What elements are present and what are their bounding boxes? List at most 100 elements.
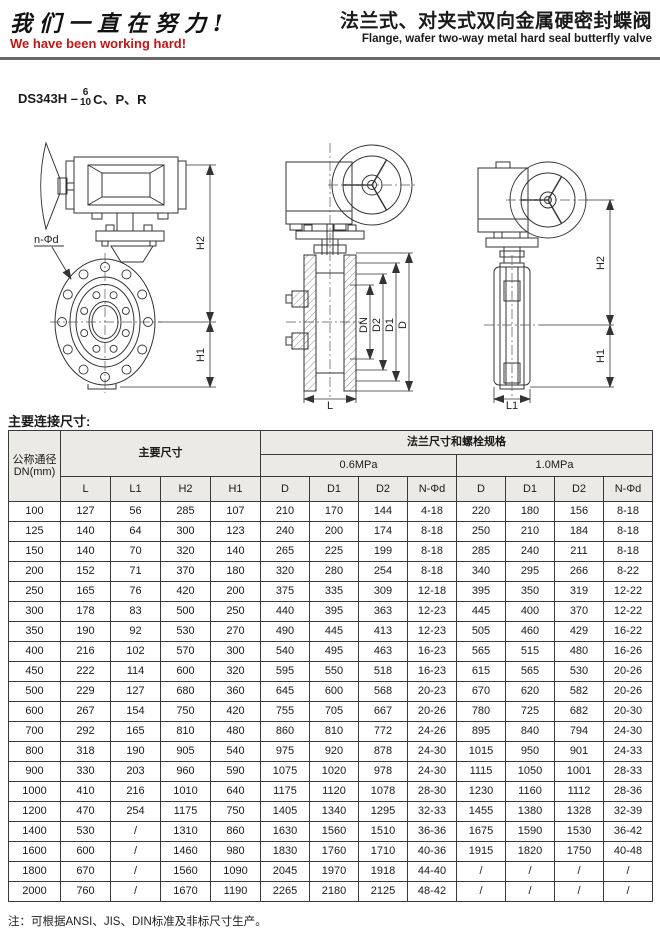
table-cell: 620 [505, 681, 555, 702]
table-cell: 20-26 [603, 681, 653, 702]
table-cell: 154 [110, 701, 161, 722]
table-cell: 878 [358, 741, 408, 762]
table-cell: / [603, 861, 653, 882]
table-cell: 680 [160, 681, 211, 702]
table-cell: 32-33 [407, 801, 457, 822]
table-cell: / [554, 881, 604, 902]
table-section-title: 主要连接尺寸: [8, 414, 91, 429]
col-group-pressure-10: 1.0MPa [456, 454, 653, 477]
table-cell: 350 [505, 581, 555, 602]
table-cell: 1600 [8, 841, 61, 862]
col-header: D [456, 476, 506, 502]
table-cell: 500 [8, 681, 61, 702]
gearbox [285, 161, 353, 231]
table-cell: 600 [309, 681, 359, 702]
table-cell: 123 [210, 521, 261, 542]
col-header: D2 [554, 476, 604, 502]
col-header: L1 [110, 476, 161, 502]
table-cell: 165 [60, 581, 111, 602]
table-cell: 8-22 [603, 561, 653, 582]
table-cell: 8-18 [407, 541, 457, 562]
table-cell: 772 [358, 721, 408, 742]
table-cell: 12-23 [407, 621, 457, 642]
table-cell: / [110, 841, 161, 862]
drawing-wafer-side-view: H2 H1 L1 [477, 161, 614, 410]
table-cell: 250 [210, 601, 261, 622]
table-cell: 570 [160, 641, 211, 662]
col-header: D [260, 476, 310, 502]
table-cell: 24-30 [603, 721, 653, 742]
table-cell: 810 [309, 721, 359, 742]
table-cell: / [505, 881, 555, 902]
table-cell: 600 [60, 841, 111, 862]
table-cell: 1000 [8, 781, 61, 802]
slogan-english: We have been working hard! [10, 36, 187, 51]
table-cell: 1200 [8, 801, 61, 822]
col-header-dn-unit: DN(mm) [13, 466, 56, 478]
table-cell: 199 [358, 541, 408, 562]
table-cell: 350 [8, 621, 61, 642]
table-cell: 530 [60, 821, 111, 842]
table-cell: / [110, 821, 161, 842]
table-cell: 725 [505, 701, 555, 722]
table-cell: 1075 [260, 761, 310, 782]
table-cell: 127 [110, 681, 161, 702]
col-header: D1 [309, 476, 359, 502]
table-cell: 170 [309, 501, 359, 522]
table-cell: 2045 [260, 861, 310, 882]
dimensions-table: 公称通径 DN(mm) 主要尺寸 法兰尺寸和螺栓规格 0.6MPa 1.0MPa… [8, 430, 653, 902]
table-cell: 1530 [554, 821, 604, 842]
table-cell: 1295 [358, 801, 408, 822]
table-cell: 12-22 [603, 601, 653, 622]
table-cell: 1078 [358, 781, 408, 802]
table-cell: 463 [358, 641, 408, 662]
table-cell: 363 [358, 601, 408, 622]
table-cell: 1340 [309, 801, 359, 822]
header-divider [0, 57, 660, 60]
table-cell: 285 [160, 501, 211, 522]
table-cell: 1510 [358, 821, 408, 842]
table-cell: 1455 [456, 801, 506, 822]
table-cell: 1010 [160, 781, 211, 802]
bolt-hole-callout [34, 245, 72, 280]
table-cell: 200 [309, 521, 359, 542]
table-cell: 645 [260, 681, 310, 702]
table-cell: 28-30 [407, 781, 457, 802]
drawing-flange-section-view: DN D2 D1 D L [285, 143, 416, 410]
table-cell: 254 [110, 801, 161, 822]
table-cell: 44-40 [407, 861, 457, 882]
table-header-row-2: 0.6MPa 1.0MPa [9, 454, 653, 477]
table-cell: 705 [309, 701, 359, 722]
table-cell: 420 [210, 701, 261, 722]
table-cell: 24-33 [603, 741, 653, 762]
table-cell: 318 [60, 741, 111, 762]
table-cell: 1800 [8, 861, 61, 882]
product-title-english: Flange, wafer two-way metal hard seal bu… [361, 33, 652, 45]
table-cell: 667 [358, 701, 408, 722]
table-cell: 48-42 [407, 881, 457, 902]
table-cell: 901 [554, 741, 604, 762]
table-cell: 470 [60, 801, 111, 822]
table-cell: 540 [260, 641, 310, 662]
table-cell: 1760 [309, 841, 359, 862]
table-cell: 640 [210, 781, 261, 802]
table-cell: 24-26 [407, 721, 457, 742]
table-cell: 254 [358, 561, 408, 582]
table-cell: 1630 [260, 821, 310, 842]
table-cell: 250 [456, 521, 506, 542]
table-cell: 12-22 [603, 581, 653, 602]
centerlines [50, 253, 162, 393]
table-cell: / [110, 881, 161, 902]
table-cell: 1020 [309, 761, 359, 782]
table-cell: 292 [60, 721, 111, 742]
table-cell: 1090 [210, 861, 261, 882]
table-cell: 895 [456, 721, 506, 742]
table-cell: 595 [260, 661, 310, 682]
table-cell: / [456, 881, 506, 902]
table-cell: 102 [110, 641, 161, 662]
table-cell: 1820 [505, 841, 555, 862]
